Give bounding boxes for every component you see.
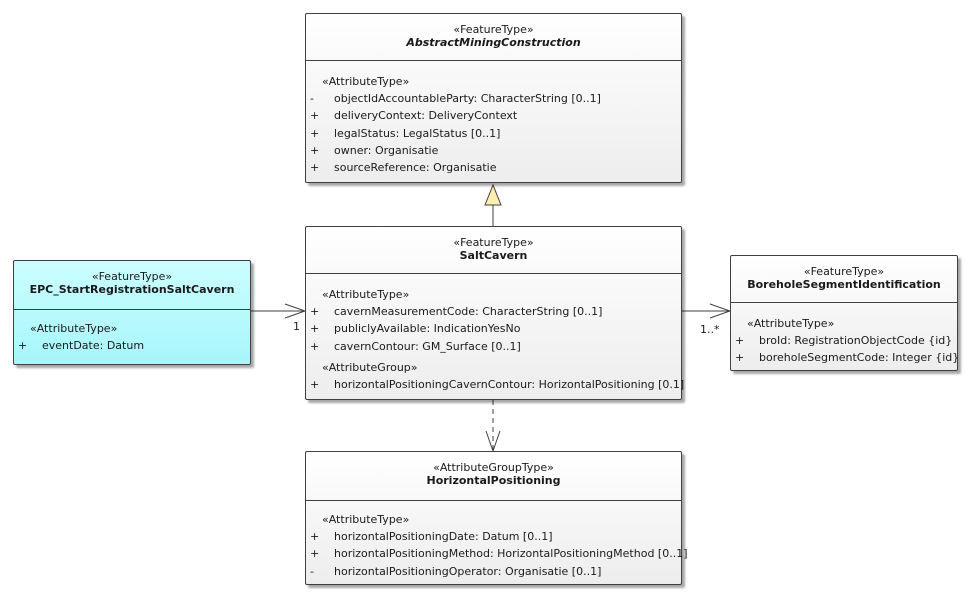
- stereotype-label: «AttributeGroupType»: [433, 461, 554, 474]
- attribute-row[interactable]: + deliveryContext: DeliveryContext: [306, 107, 681, 124]
- class-name: AbstractMiningConstruction: [406, 36, 581, 49]
- attribute-row[interactable]: + horizontalPositioningDate: Datum [0..1]: [306, 528, 681, 545]
- class-body: «AttributeType» + horizontalPositioningDa…: [306, 501, 688, 580]
- visibility-marker: +: [310, 126, 320, 140]
- class-name: EPC_StartRegistrationSaltCavern: [29, 283, 235, 296]
- stereotype-label: «FeatureType»: [803, 265, 885, 278]
- class-horizontal-positioning[interactable]: «AttributeGroupType» HorizontalPositioni…: [305, 451, 688, 585]
- visibility-marker: +: [310, 322, 320, 336]
- attribute-row[interactable]: - objectIdAccountableParty: CharacterStri…: [306, 90, 681, 107]
- stereotype-label: «FeatureType»: [453, 236, 534, 249]
- attribute-text: horizontalPositioningOperator: Organisat…: [334, 564, 602, 578]
- attribute-text: broId: RegistrationObjectCode {id}: [759, 334, 953, 347]
- class-salt-cavern[interactable]: «FeatureType» SaltCavern «AttributeType»…: [305, 226, 685, 400]
- section-label: «AttributeType»: [322, 288, 410, 301]
- attribute-row[interactable]: + eventDate: Datum: [14, 337, 250, 354]
- section-label: «AttributeGroup»: [322, 360, 418, 374]
- visibility-marker: +: [310, 377, 320, 391]
- section-label: «AttributeType»: [322, 75, 410, 88]
- attribute-row[interactable]: + horizontalPositioningMethod: Horizontal…: [306, 545, 688, 562]
- class-header: «AttributeGroupType» HorizontalPositioni…: [306, 452, 681, 501]
- attribute-row[interactable]: + sourceReference: Organisatie: [306, 159, 681, 176]
- visibility-marker: +: [310, 143, 320, 157]
- section-label: «AttributeType»: [30, 322, 118, 335]
- attribute-text: horizontalPositioningMethod: HorizontalP…: [334, 547, 688, 561]
- visibility-marker: +: [310, 530, 320, 543]
- attribute-row[interactable]: + horizontalPositioningCavernContour: Hor…: [306, 376, 685, 393]
- attribute-row[interactable]: + boreholeSegmentCode: Integer {id}: [731, 349, 960, 366]
- class-body: «AttributeType» + broId: RegistrationObje…: [731, 303, 960, 367]
- multiplicity-label-saltcavern-borehole: 1..*: [700, 323, 720, 336]
- attribute-row[interactable]: + owner: Organisatie: [306, 142, 681, 159]
- stereotype-label: «FeatureType»: [453, 23, 534, 36]
- visibility-marker: +: [735, 351, 745, 365]
- class-header: «FeatureType» AbstractMiningConstruction: [306, 14, 681, 61]
- visibility-marker: +: [310, 339, 320, 353]
- attribute-text: objectIdAccountableParty: CharacterStrin…: [334, 92, 601, 105]
- attribute-text: owner: Organisatie: [334, 143, 439, 157]
- generalization-arrowhead: [484, 183, 502, 206]
- attribute-text: legalStatus: LegalStatus [0..1]: [334, 126, 501, 140]
- attribute-text: cavernContour: GM_Surface [0..1]: [334, 339, 521, 353]
- attribute-text: boreholeSegmentCode: Integer {id}: [759, 351, 960, 365]
- class-header: «FeatureType» EPC_StartRegistrationSaltC…: [14, 261, 250, 310]
- attribute-row[interactable]: + legalStatus: LegalStatus [0..1]: [306, 125, 681, 142]
- attribute-text: sourceReference: Organisatie: [334, 161, 497, 175]
- visibility-marker: +: [735, 334, 745, 347]
- class-name: SaltCavern: [459, 249, 528, 262]
- section-label: «AttributeType»: [322, 513, 410, 526]
- visibility-marker: -: [310, 564, 314, 578]
- attribute-text: horizontalPositioningDate: Datum [0..1]: [334, 530, 553, 543]
- class-body: «AttributeType» + cavernMeasurementCode: …: [306, 274, 685, 393]
- visibility-marker: +: [310, 109, 320, 123]
- class-name: HorizontalPositioning: [426, 474, 561, 487]
- attribute-text: deliveryContext: DeliveryContext: [334, 109, 518, 123]
- stereotype-label: «FeatureType»: [91, 270, 173, 283]
- attribute-row[interactable]: + broId: RegistrationObjectCode {id}: [731, 332, 957, 349]
- class-header: «FeatureType» BoreholeSegmentIdentificat…: [731, 256, 957, 303]
- attribute-row[interactable]: + cavernMeasurementCode: CharacterString …: [306, 303, 681, 320]
- attribute-text: horizontalPositioningCavernContour: Hori…: [334, 377, 685, 391]
- attribute-row[interactable]: - horizontalPositioningOperator: Organisa…: [306, 563, 681, 580]
- section-label: «AttributeType»: [747, 317, 835, 330]
- visibility-marker: +: [310, 547, 320, 561]
- visibility-marker: +: [310, 161, 320, 175]
- class-abstract-mining-construction[interactable]: «FeatureType» AbstractMiningConstruction…: [305, 13, 682, 183]
- class-epc-start-registration-salt-cavern[interactable]: «FeatureType» EPC_StartRegistrationSaltC…: [13, 260, 251, 365]
- attribute-row[interactable]: + cavernContour: GM_Surface [0..1]: [306, 338, 681, 355]
- class-name: BoreholeSegmentIdentification: [747, 278, 941, 291]
- class-borehole-segment-identification[interactable]: «FeatureType» BoreholeSegmentIdentificat…: [730, 255, 960, 371]
- multiplicity-label-epc-saltcavern: 1: [293, 320, 300, 333]
- class-body: «AttributeType» + eventDate: Datum: [14, 310, 250, 354]
- attribute-row[interactable]: + publiclyAvailable: IndicationYesNo: [306, 320, 681, 337]
- visibility-marker: +: [310, 305, 320, 318]
- class-header: «FeatureType» SaltCavern: [306, 227, 681, 274]
- attribute-text: cavernMeasurementCode: CharacterString […: [334, 305, 603, 318]
- class-body: «AttributeType» - objectIdAccountablePart…: [306, 61, 681, 176]
- visibility-marker: -: [310, 92, 314, 105]
- visibility-marker: +: [18, 339, 28, 352]
- attribute-text: eventDate: Datum: [42, 339, 145, 352]
- attribute-text: publiclyAvailable: IndicationYesNo: [334, 322, 521, 336]
